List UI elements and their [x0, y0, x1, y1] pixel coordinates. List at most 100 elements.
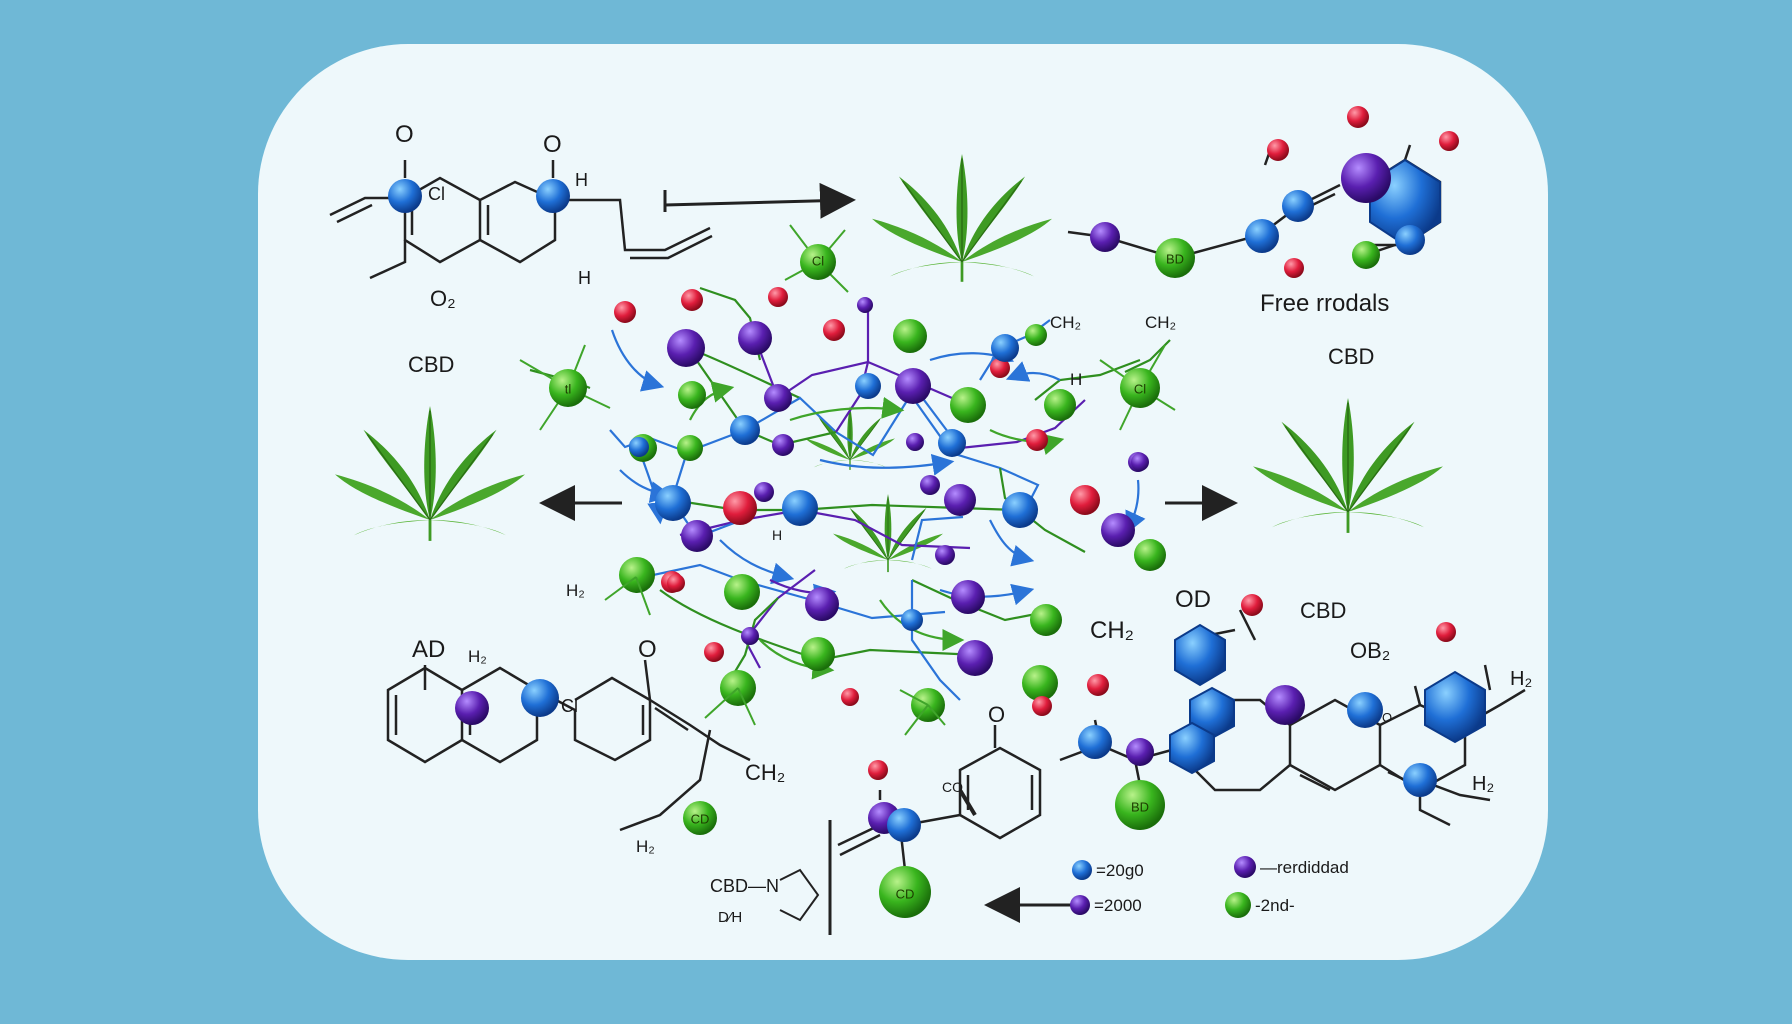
purple-atom	[944, 484, 976, 516]
atom-label: tl	[565, 381, 572, 396]
molecule-bottom-center	[837, 725, 1042, 871]
red-atom	[1032, 696, 1052, 716]
green-atom	[801, 637, 835, 671]
blue-atom	[1282, 190, 1314, 222]
purple-atom	[951, 580, 985, 614]
red-atom	[681, 289, 703, 311]
cannabis-leaf-icon	[333, 404, 527, 543]
atom-label: OD	[1175, 586, 1211, 613]
purple-atom	[1101, 513, 1135, 547]
atom-label: H₂	[566, 581, 585, 600]
blue-atom	[655, 485, 691, 521]
blue-atom	[1403, 763, 1437, 797]
blue-atom	[521, 679, 559, 717]
purple-atom	[805, 587, 839, 621]
satellite-bonds	[519, 224, 1176, 736]
atom-label: OB₂	[1350, 638, 1390, 663]
atom-label: CD	[691, 811, 710, 826]
purple-atom	[895, 368, 931, 404]
purple-atom	[681, 520, 713, 552]
cbd-label: CBD	[408, 352, 454, 377]
green-atom	[800, 244, 836, 280]
cannabis-leaf-icon	[870, 152, 1054, 284]
atom-label: Cl	[812, 253, 824, 268]
flow-arrows	[539, 182, 1238, 935]
atom-label: BD	[1166, 251, 1184, 266]
legend: =20g0 =2000 —rerdiddad -2nd-	[1070, 856, 1349, 918]
green-atom	[1155, 238, 1195, 278]
atom-label: CH₂	[1145, 313, 1176, 332]
legend-swatch-blue	[1072, 860, 1092, 880]
purple-atom	[764, 384, 792, 412]
atom-label: CH₂	[1090, 617, 1134, 644]
green-atom	[1030, 604, 1062, 636]
red-atom	[1241, 594, 1263, 616]
blue-atom	[991, 334, 1019, 362]
atom-label: O₂	[430, 286, 456, 311]
green-atom	[1120, 368, 1160, 408]
red-atom	[614, 301, 636, 323]
red-atom	[868, 760, 888, 780]
purple-atom	[1265, 685, 1305, 725]
blue-atom	[536, 179, 570, 213]
molecule-ad	[386, 659, 751, 832]
atom-label: H	[1070, 370, 1082, 389]
purple-atom	[741, 627, 759, 645]
red-atom	[667, 574, 685, 592]
legend-swatch-green	[1225, 892, 1251, 918]
atom-label: H₂	[1472, 773, 1494, 795]
green-atom	[1115, 780, 1165, 830]
blue-atom	[1347, 692, 1383, 728]
blue-atom	[1245, 219, 1279, 253]
blue-atom	[1078, 725, 1112, 759]
red-atom	[768, 287, 788, 307]
atom-label: H₂	[636, 837, 655, 856]
blue-atom	[629, 437, 649, 457]
atom-label: H₂	[468, 647, 487, 666]
blue-atom	[782, 490, 818, 526]
atom-label: Cl	[561, 696, 578, 716]
purple-atom	[920, 475, 940, 495]
ad-label: AD	[412, 636, 445, 663]
red-atom	[704, 642, 724, 662]
legend-swatch-purple	[1234, 856, 1256, 878]
legend-label: =2000	[1094, 896, 1142, 915]
atom-label: O	[988, 702, 1005, 727]
molecule-top-left	[329, 160, 713, 280]
green-atom	[1022, 665, 1058, 701]
green-atom	[683, 801, 717, 835]
legend-label: -2nd-	[1255, 896, 1295, 915]
atom-label: H	[772, 527, 782, 543]
legend-label: =20g0	[1096, 861, 1144, 880]
blue-atom	[730, 415, 760, 445]
blue-atom	[938, 429, 966, 457]
green-atom	[677, 435, 703, 461]
atom-label: Cl	[1134, 381, 1146, 396]
red-atom	[1347, 106, 1369, 128]
purple-atom	[1131, 453, 1149, 471]
atom-label: O	[1382, 710, 1392, 725]
red-atom	[841, 688, 859, 706]
purple-atom	[1126, 738, 1154, 766]
purple-atom	[935, 545, 955, 565]
atom-label: O	[395, 121, 414, 148]
atom-label: O	[638, 636, 657, 663]
green-atom	[893, 319, 927, 353]
blue-atom	[887, 808, 921, 842]
red-atom	[1087, 674, 1109, 696]
blue-atom	[901, 609, 923, 631]
purple-atom	[1090, 222, 1120, 252]
atom-label: CH₂	[1050, 313, 1081, 332]
green-atom	[549, 369, 587, 407]
red-atom	[823, 319, 845, 341]
blue-atom	[1395, 225, 1425, 255]
green-atom	[619, 557, 655, 593]
atom-label: CD	[896, 886, 915, 901]
atom-label: H₂	[1510, 668, 1532, 690]
blue-atom	[1002, 492, 1038, 528]
purple-atom	[957, 640, 993, 676]
blue-atom	[855, 373, 881, 399]
purple-atom	[906, 433, 924, 451]
